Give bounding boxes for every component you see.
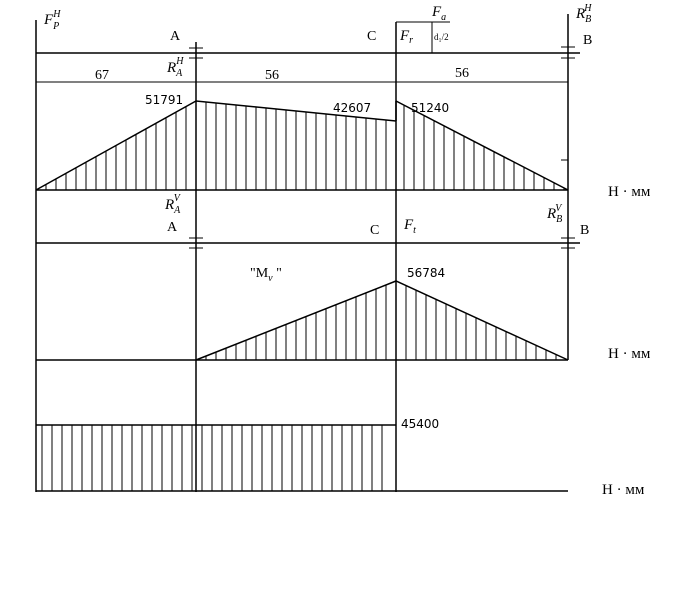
mh-hatching xyxy=(45,101,565,190)
point-b-label-v: B xyxy=(580,223,589,238)
point-b-label-h: B xyxy=(583,33,592,48)
unit-h: H · мм xyxy=(608,184,651,200)
ft-label: Ft xyxy=(403,217,416,236)
point-a-label-v: A xyxy=(167,220,178,235)
support-b-ticks-h xyxy=(561,46,575,161)
mv-value-c: 56784 xyxy=(407,266,445,280)
fr-label: Fr xyxy=(399,28,413,46)
rb-v-label: RBV xyxy=(546,203,563,225)
mv-outline xyxy=(195,280,569,361)
mh-outline-right xyxy=(395,100,569,191)
mh-value-c-left: 42607 xyxy=(333,101,371,115)
support-a-ticks-v xyxy=(189,237,203,249)
ra-v-label: RAV xyxy=(164,193,182,216)
unit-v: H · мм xyxy=(608,346,651,362)
mh-value-a: 51791 xyxy=(145,93,183,107)
fa-label: Fa xyxy=(431,4,446,23)
dim-seg2: 56 xyxy=(265,68,279,83)
support-a-ticks-h xyxy=(189,47,203,59)
d-half-label: d₁/2 xyxy=(434,32,449,42)
fp-h-label: FPH xyxy=(43,9,61,32)
point-a-label-h: A xyxy=(170,29,181,44)
mh-value-c-right: 51240 xyxy=(411,101,449,115)
torque-hatching xyxy=(41,425,383,491)
rb-h-label: RBH xyxy=(575,3,592,25)
dim-seg3: 56 xyxy=(455,66,469,81)
unit-t: H · мм xyxy=(602,482,645,498)
dim-seg1: 67 xyxy=(95,68,109,83)
mv-label: "Mv " xyxy=(250,266,282,284)
torque-value: 45400 xyxy=(401,417,439,431)
point-c-label-h: C xyxy=(367,29,376,44)
support-b-ticks-v xyxy=(561,237,575,249)
mv-hatching xyxy=(205,281,567,360)
point-c-label-v: C xyxy=(370,223,379,238)
ra-h-label: RAH xyxy=(166,56,184,79)
